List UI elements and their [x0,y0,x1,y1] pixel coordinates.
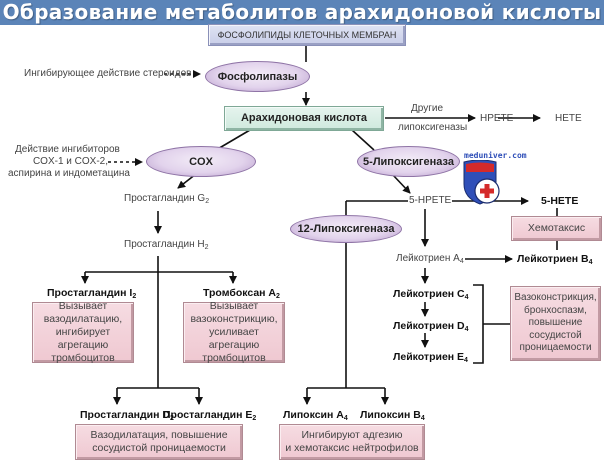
pgd2-base: Простагландин D [80,409,170,421]
pgi2-effect-line: вазодилатацию, [43,313,123,325]
hpete-label: HPETE [480,113,514,124]
pgd2-label: Простагландин D2 [80,409,174,425]
lt-effect-line: проницаемости [519,342,592,354]
arachidonic-acid-box: Арахидоновая кислота [224,106,384,131]
pge2-sub: 2 [252,415,257,422]
lte4-base: Лейкотриен E [393,351,465,363]
pgi2-effect-line: тромбоцитов [51,352,115,364]
lx-effect-line: Ингибируют адгезию [301,429,403,441]
bracket-leukotrienes [473,284,484,364]
pge2-label: Простагландин E2 [163,409,256,425]
lxb4-sub: 4 [420,415,425,422]
pgd2-sub: 2 [169,415,174,422]
pgi2-base: Простагландин I [47,287,133,299]
cox-note-line2: COX-1 и COX-2, [32,156,108,167]
pgde-effect-line: Вазодилатация, повышение [90,429,228,441]
pgi2-label: Простагландин I2 [47,287,136,303]
pgg2-sub: 2 [205,198,210,205]
txa2-effect-line: усиливает агрегацию [208,326,260,351]
lta4-label: Лейкотриен A4 [396,253,464,268]
txa2-effect-line: Вызывает [209,300,259,312]
pgh2-sub: 2 [204,244,209,251]
lxa4-sub: 4 [343,415,348,422]
lxb4-base: Липоксин B [360,409,421,421]
ltd4-base: Лейкотриен D [393,320,465,332]
pgg2-base: Простагландин G [124,193,206,204]
lt-effect-line: повышение [528,317,583,329]
leukotriene-effect-box: Вазоконстрикция, бронхоспазм, повышение … [510,286,601,361]
ltd4-label: Лейкотриен D4 [393,320,469,336]
lte4-label: Лейкотриен E4 [393,351,468,367]
lx-effect-line: и хемотаксис нейтрофилов [285,442,419,454]
lte4-sub: 4 [464,357,468,364]
lta4-base: Лейкотриен A [396,253,460,264]
line-to-lox5 [351,129,375,151]
ltd4-sub: 4 [464,326,469,333]
txa2-effect-line: тромбоцитов [202,352,266,364]
cox-enzyme: COX [146,146,256,177]
pgde-effect-line: сосудистой проницаемости [92,442,226,454]
hete-label: HETE [555,113,582,124]
txa2-sub: 2 [276,293,280,300]
ltc4-base: Лейкотриен C [393,288,465,300]
ltb4-label: Лейкотриен B4 [517,253,593,269]
pgi2-effect-line: ингибирует агрегацию [55,326,111,351]
pgh2-label: Простагландин H2 [124,239,209,254]
txa2-effect-line: вазоконстрикцию, [190,313,278,325]
pgh2-base: Простагландин H [124,239,205,250]
chemotaxis-box: Хемотаксис [511,216,602,241]
lox12-enzyme: 12-Липоксигеназа [290,215,402,243]
pgi2-effect-line: Вызывает [58,300,108,312]
watermark-text: meduniver.com [464,151,527,160]
ltb4-sub: 4 [588,259,593,266]
ltc4-sub: 4 [464,294,469,301]
lt-effect-line: Вазоконстрикция, [514,292,597,304]
txa2-base: Тромбоксан A [203,287,276,299]
lox5-enzyme: 5-Липоксигеназа [357,146,460,177]
phospholipases-enzyme: Фосфолипазы [205,61,310,92]
txa2-label: Тромбоксан A2 [203,287,280,303]
page-title: Образование метаболитов арахидоновой кис… [0,0,604,25]
ltb4-base: Лейкотриен B [517,253,589,265]
arrow-lox5-5hpete [391,173,411,194]
steroids-note: Ингибирующее действие стероидов [24,68,192,79]
lxa4-base: Липоксин A [283,409,344,421]
5hpete-label: 5-HPETE [409,195,452,206]
other-lox-label-1: Другие [411,103,444,114]
lta4-sub: 4 [459,258,464,265]
cox-note-line3: аспирина и индометацина [8,168,130,179]
pgde-effect-box: Вазодилатация, повышение сосудистой прон… [75,424,243,460]
cox-note-line1: Действие ингибиторов [15,144,120,155]
lt-effect-line: бронхоспазм, [524,304,587,316]
other-lox-label-2: липоксигеназы [398,122,468,133]
pgg2-label: Простагландин G2 [124,193,209,208]
txa2-effect-box: Вызывает вазоконстрикцию, усиливает агре… [183,300,285,364]
lxb4-label: Липоксин B4 [360,409,425,425]
lt-effect-line: сосудистой [529,329,582,341]
lxa4-label: Липоксин A4 [283,409,348,425]
lipoxin-effect-box: Ингибируют адгезию и хемотаксис нейтрофи… [279,424,425,460]
membrane-phospholipids-box: ФОСФОЛИПИДЫ КЛЕТОЧНЫХ МЕМБРАН [208,24,406,46]
ltc4-label: Лейкотриен C4 [393,288,469,304]
5hete-label: 5-HETE [541,195,579,207]
pgi2-effect-box: Вызывает вазодилатацию, ингибирует агрег… [32,300,134,364]
pge2-base: Простагландин E [163,409,253,421]
pgi2-sub: 2 [132,293,137,300]
medical-shield-cross-icon [463,160,500,205]
